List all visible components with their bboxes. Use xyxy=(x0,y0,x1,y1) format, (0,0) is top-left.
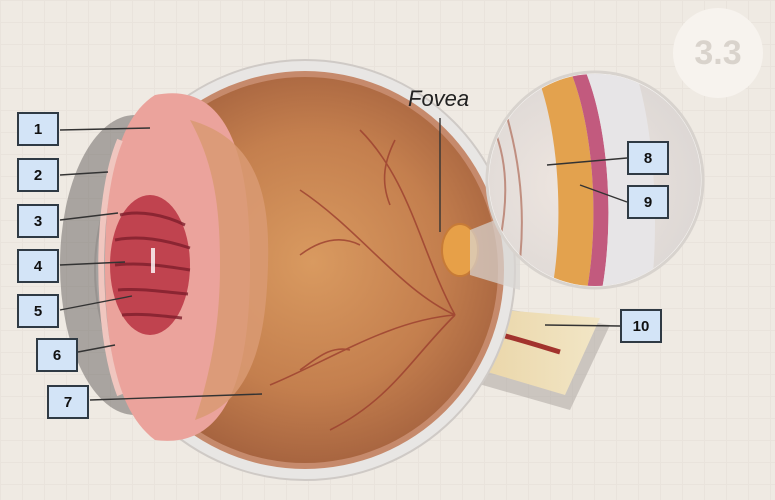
label-box-5[interactable]: 5 xyxy=(17,294,59,328)
label-box-4[interactable]: 4 xyxy=(17,249,59,283)
label-box-8[interactable]: 8 xyxy=(627,141,669,175)
label-box-9[interactable]: 9 xyxy=(627,185,669,219)
section-badge: 3.3 xyxy=(673,8,763,98)
label-box-7[interactable]: 7 xyxy=(47,385,89,419)
label-box-10[interactable]: 10 xyxy=(620,309,662,343)
pupil-highlight xyxy=(151,248,155,273)
label-box-2[interactable]: 2 xyxy=(17,158,59,192)
fovea-label: Fovea xyxy=(408,86,469,112)
label-box-6[interactable]: 6 xyxy=(36,338,78,372)
label-box-3[interactable]: 3 xyxy=(17,204,59,238)
label-box-1[interactable]: 1 xyxy=(17,112,59,146)
